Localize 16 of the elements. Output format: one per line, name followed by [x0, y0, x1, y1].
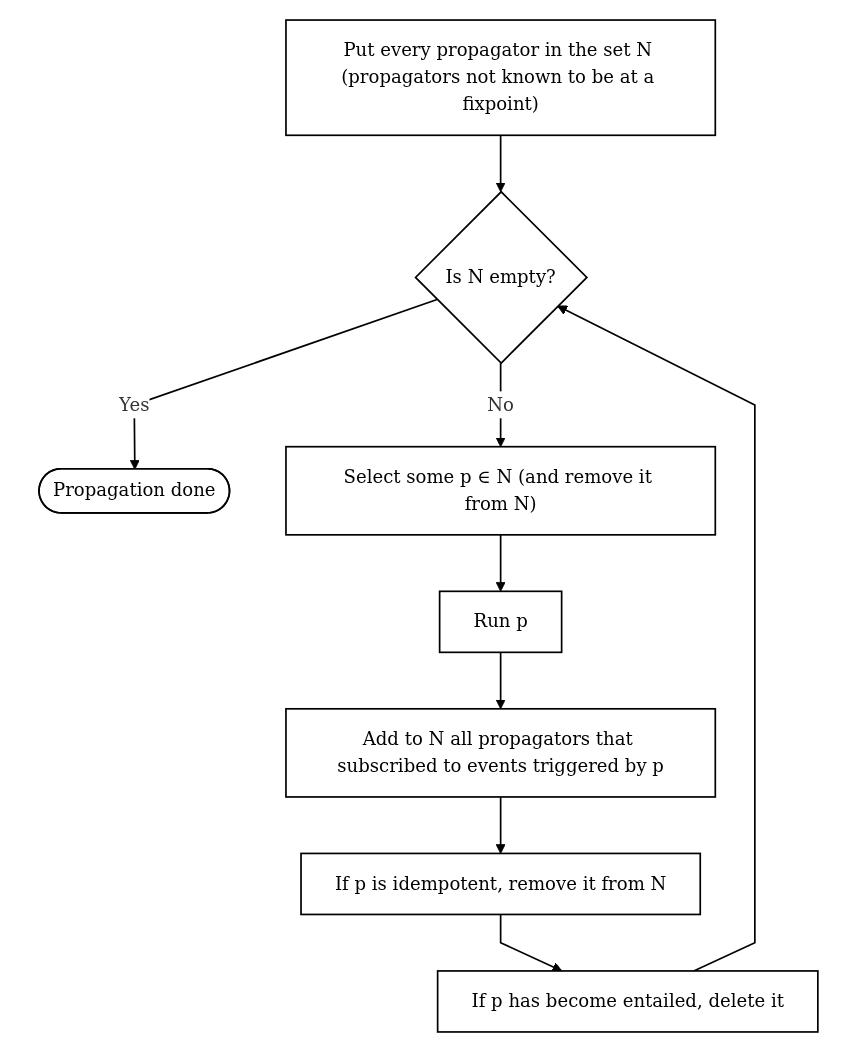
node-diamond: Is N empty? — [413, 190, 588, 364]
node-box: If p is idempotent, remove it from N — [299, 852, 701, 915]
node-box: Run p — [438, 590, 563, 653]
arrow — [499, 913, 562, 972]
node-box: Put every propagator in the set N (propagators not known to be at a fixpoint) — [284, 18, 716, 136]
arrow — [495, 533, 506, 592]
arrow — [129, 298, 438, 470]
arrow — [495, 795, 506, 854]
edge-label: Yes — [118, 393, 149, 415]
arrow — [495, 133, 506, 192]
arrow — [556, 305, 756, 972]
edge-label: No — [486, 393, 514, 415]
node-box: Select some p ∈ N (and remove it from N) — [284, 445, 716, 536]
node-box: Add to N all propagators that subscribed to events triggered by p — [284, 707, 716, 798]
node-box: If p has become entailed, delete it — [436, 969, 819, 1033]
arrow — [495, 651, 506, 709]
